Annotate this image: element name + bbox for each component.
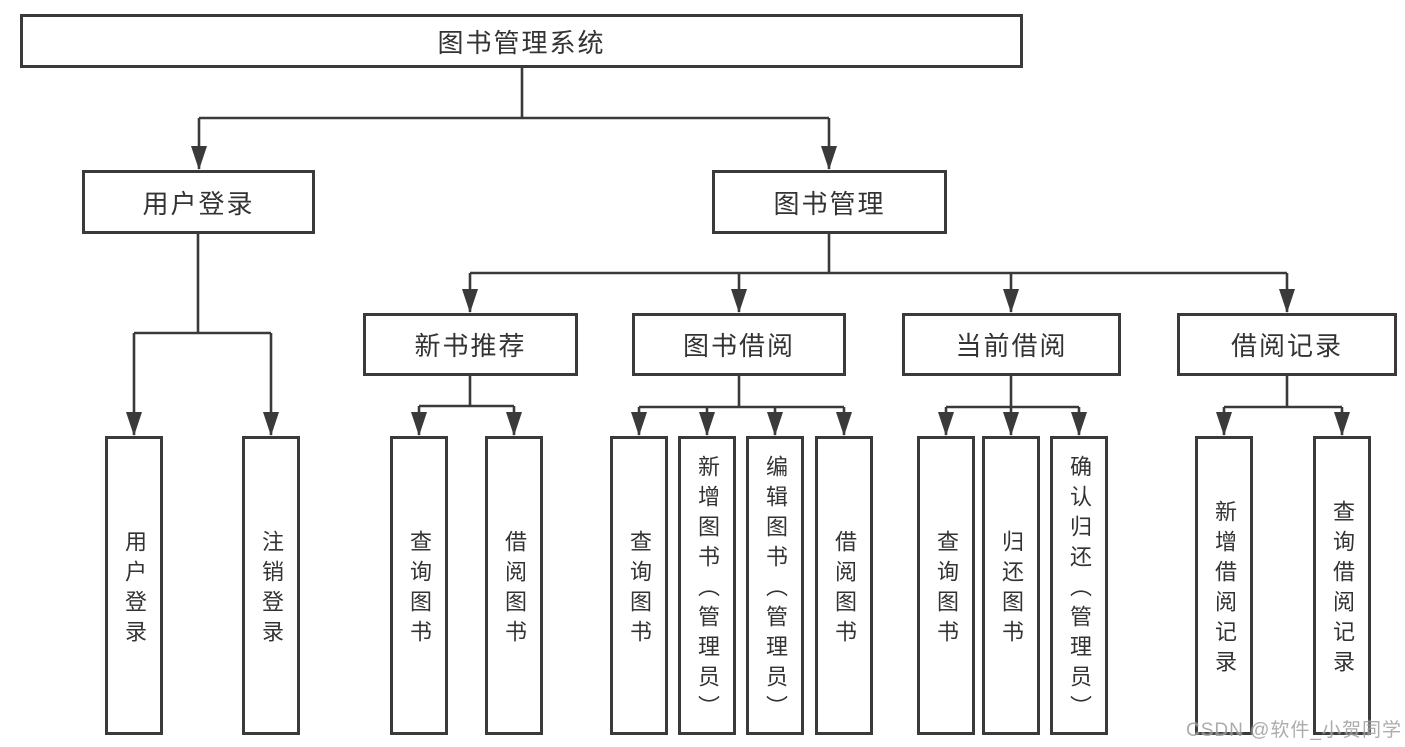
leaf-borrow-books-borrowing: 借阅图书 [815,436,873,735]
leaf-borrow-books-recommend: 借阅图书 [485,436,543,735]
leaf-add-books-admin: 新增图书（管理员） [678,436,736,735]
node-label: 用户登录 [142,188,255,219]
node-label: 新书推荐 [414,331,527,361]
leaf-return-books: 归还图书 [982,436,1040,735]
node-current-borrowing: 当前借阅 [902,313,1121,376]
leaf-label: 归还图书 [999,529,1024,650]
leaf-label: 借阅图书 [502,529,527,650]
node-label: 图书管理系统 [437,27,606,58]
leaf-label: 查询图书 [627,529,652,650]
leaf-label: 注销登录 [259,529,284,650]
leaf-search-books-borrowing: 查询图书 [610,436,668,735]
leaf-user-login: 用户登录 [105,436,163,735]
node-root: 图书管理系统 [20,14,1023,68]
leaf-label: 确认归还（管理员） [1067,454,1092,725]
leaf-label: 查询图书 [407,529,432,650]
leaf-label: 查询图书 [934,529,959,650]
leaf-confirm-return-admin: 确认归还（管理员） [1050,436,1108,735]
csdn-watermark: CSDN @软件_小贺同学 [1186,720,1402,741]
leaf-label: 用户登录 [122,529,147,650]
node-label: 当前借阅 [955,331,1068,361]
leaf-label: 查询借阅记录 [1330,499,1355,680]
node-borrowing-records: 借阅记录 [1177,313,1397,376]
node-new-book-recommend: 新书推荐 [363,313,578,376]
leaf-search-books-recommend: 查询图书 [390,436,448,735]
node-book-management: 图书管理 [712,170,947,234]
node-label: 图书管理 [773,188,886,219]
node-book-borrowing: 图书借阅 [632,313,846,376]
leaf-search-books-current: 查询图书 [917,436,975,735]
node-user-login: 用户登录 [82,170,315,234]
leaf-logout: 注销登录 [242,436,300,735]
node-label: 借阅记录 [1230,331,1343,361]
leaf-label: 借阅图书 [832,529,857,650]
leaf-label: 新增借阅记录 [1212,499,1237,680]
node-label: 图书借阅 [682,331,795,361]
leaf-add-borrow-record: 新增借阅记录 [1195,436,1253,735]
leaf-edit-books-admin: 编辑图书（管理员） [746,436,804,735]
leaf-label: 新增图书（管理员） [695,454,720,725]
leaf-label: 编辑图书（管理员） [763,454,788,725]
leaf-search-borrow-record: 查询借阅记录 [1313,436,1371,735]
